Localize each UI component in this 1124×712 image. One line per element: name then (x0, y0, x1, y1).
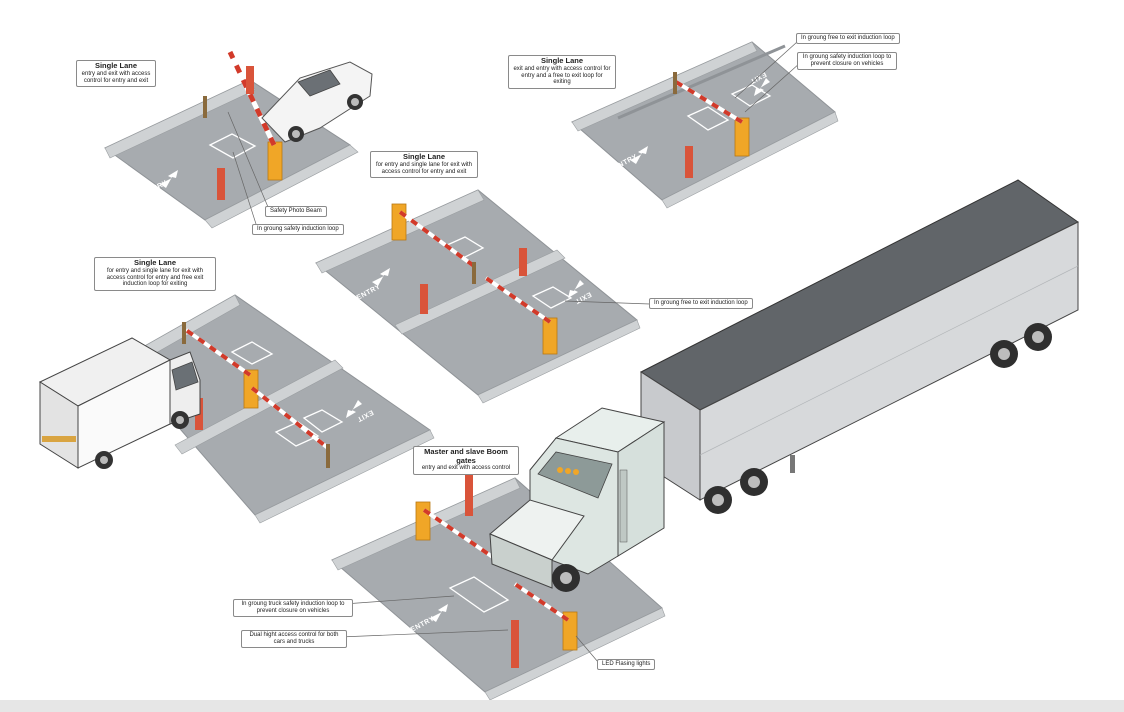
panel-top-right: ENTRY EXIT (571, 41, 839, 209)
callout-single-lane-middle: Single Lane for entry and single lane fo… (370, 151, 478, 179)
photo-beam-post (203, 96, 207, 118)
panel-bottom: ENTRY (331, 472, 666, 700)
car-icon (261, 61, 373, 143)
barrier-rest-post (673, 72, 677, 94)
curb (104, 79, 256, 159)
label-safety-loop-top-right: In groung safety induction loop to preve… (797, 52, 897, 71)
callout-body: exit and entry with access control for e… (513, 65, 611, 86)
barrier-rest-post (182, 322, 186, 344)
boom-arm-stripes (227, 50, 277, 147)
label-safety-loop-top-left: In groung safety induction loop (252, 224, 344, 236)
panel-top-left: ENTRY (104, 50, 373, 229)
label-free-exit-loop-middle: In groung free to exit induction loop (649, 298, 753, 310)
callout-title: Master and slave Boom gates (424, 447, 508, 465)
induction-loop (208, 133, 257, 159)
callout-master-slave: Master and slave Boom gates entry and ex… (413, 446, 519, 476)
panel-left-truck: EXIT (38, 294, 435, 524)
grille (489, 533, 553, 589)
callout-body: entry and exit with access control (421, 465, 511, 472)
boom-gate-icon (391, 203, 407, 241)
callout-title: Single Lane (540, 56, 584, 65)
callout-body: for entry and single lane for exit with … (106, 267, 204, 288)
callout-title: Single Lane (402, 152, 446, 161)
leader-line (564, 300, 651, 305)
arrow-icon (430, 604, 448, 622)
windshield (537, 451, 613, 499)
card-reader-icon (465, 472, 473, 516)
barrier-rest-post (326, 444, 330, 468)
truck-icon (38, 337, 201, 469)
curb (571, 41, 758, 132)
boom-arm-stripes (422, 508, 502, 564)
induction-loop (274, 421, 320, 447)
truck-icon (489, 407, 666, 592)
leader-line (232, 151, 257, 225)
induction-loop (730, 84, 772, 107)
boom-gate-icon (734, 117, 750, 157)
panel-middle: ENTRY EXIT (315, 189, 651, 404)
card-reader-icon (511, 620, 519, 668)
callout-body: entry and exit with access control for e… (81, 70, 151, 84)
trailer-icon (639, 179, 1079, 514)
median-curb (174, 359, 344, 455)
callout-single-lane-left-truck: Single Lane for entry and single lane fo… (94, 257, 216, 292)
leader-line (744, 62, 801, 113)
curb (661, 111, 839, 209)
boom-gate-icon (415, 501, 431, 541)
induction-loop (531, 286, 573, 309)
label-truck-safety-loop: In groung truck safety induction loop to… (233, 599, 353, 618)
arrow-icon (160, 170, 178, 188)
boom-gate-icon (562, 611, 578, 651)
curb (484, 607, 666, 700)
induction-loop (686, 106, 730, 131)
boom-arm (184, 328, 252, 377)
card-reader-icon (519, 248, 527, 276)
boom-gate-icon (267, 141, 283, 181)
barrier-rest-post (472, 262, 476, 284)
induction-loop (302, 409, 344, 433)
boom-arm-stripes (398, 210, 476, 268)
arrow-icon (630, 146, 648, 164)
boom-arm-stripes (513, 582, 570, 622)
label-led-lights: LED Flasing lights (597, 659, 656, 671)
callout-title: Single Lane (94, 61, 138, 70)
callout-single-lane-top-left: Single Lane entry and exit with access c… (76, 60, 156, 88)
card-reader-icon (685, 146, 693, 178)
callout-title: Single Lane (133, 258, 177, 267)
lane-divider (617, 44, 786, 120)
leader-line (339, 629, 509, 638)
arrow-icon (568, 280, 584, 298)
curb (204, 144, 359, 229)
curb (254, 429, 435, 524)
curb (477, 319, 641, 404)
card-reader-icon (246, 66, 254, 94)
label-dual-height-access: Dual hight access control for both cars … (241, 630, 347, 649)
arrow-icon (754, 78, 770, 96)
induction-loop (230, 341, 274, 365)
callout-single-lane-top-right: Single Lane exit and entry with access c… (508, 55, 616, 90)
boom-gate-icon (243, 369, 259, 409)
leader-line (343, 595, 455, 605)
arrow-icon (372, 268, 390, 286)
induction-loop (448, 576, 510, 613)
leader-line (734, 41, 798, 99)
label-safety-photo-beam: Safety Photo Beam (265, 206, 327, 218)
boom-arm (484, 276, 552, 324)
callout-body: for entry and single lane for exit with … (375, 161, 473, 175)
leader-line (575, 635, 599, 663)
label-free-exit-loop-top-right: In groung free to exit induction loop (796, 33, 900, 45)
boom-gate-icon (542, 317, 558, 355)
arrow-icon (346, 400, 362, 418)
card-reader-icon (420, 284, 428, 314)
boom-arm (674, 80, 744, 124)
boom-arm-stripes (250, 386, 330, 450)
leader-line (227, 111, 269, 208)
card-reader-icon (217, 168, 225, 200)
footer-bar (0, 700, 1124, 712)
